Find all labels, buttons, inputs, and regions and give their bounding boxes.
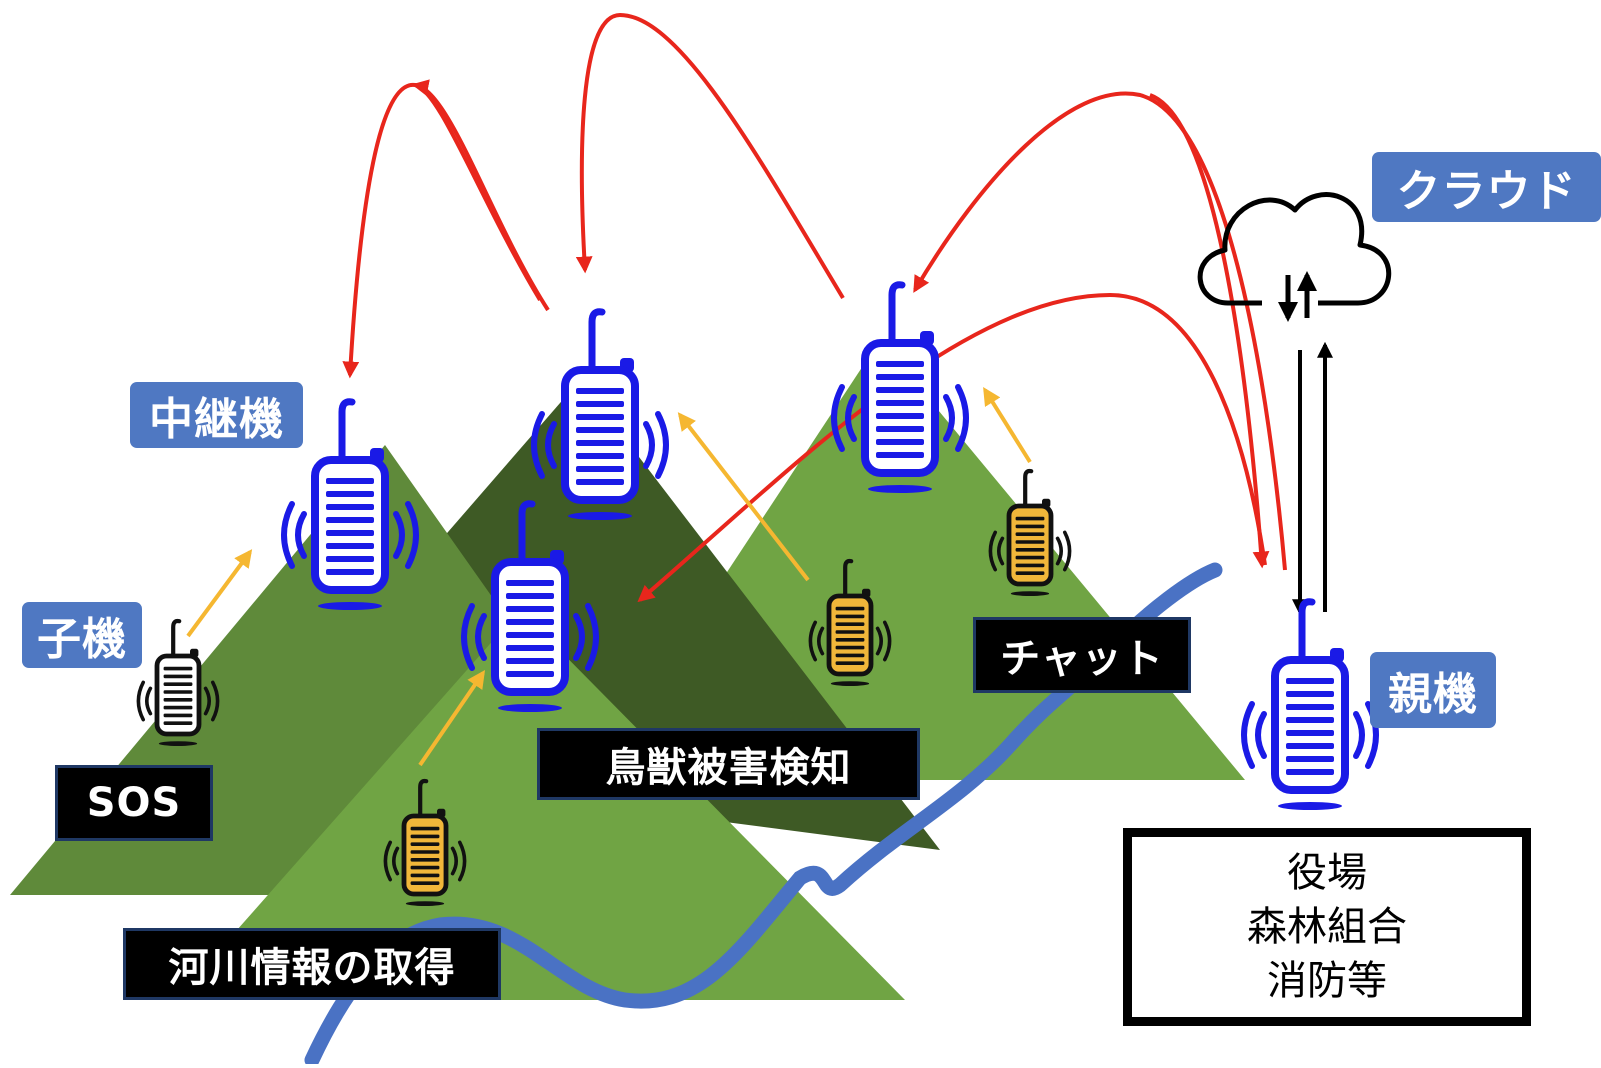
yellow-arrow-wildlife [677,412,810,582]
org-line-3: 消防等 [1267,958,1387,1004]
parent-label: 親機 [1370,652,1496,728]
relay-label: 中継機 [130,382,303,448]
child-device-wildlife [808,558,892,686]
relay-device-2 [531,308,669,520]
sos-label: SOS [55,765,213,841]
red-arrow-to-relay-2b [575,12,845,300]
child-device-sos [136,618,220,746]
yellow-arrow-chat [983,386,1032,464]
river-info-label: 河川情報の取得 [123,928,501,1000]
child-device-river [383,778,467,906]
red-arrow-to-relay-4 [637,292,1267,603]
yellow-arrow-river [418,670,486,767]
cloud-icon [1197,192,1392,306]
relay-device-3 [831,281,969,493]
red-arrow-to-relay-3 [913,91,1287,571]
org-line-2: 森林組合 [1247,904,1407,950]
cloud-label: クラウド [1372,152,1601,222]
child-device-chat [988,468,1072,596]
wildlife-detection-label: 鳥獣被害検知 [537,728,920,800]
chat-label: チャット [973,617,1191,693]
relay-device-4 [461,500,599,712]
red-arrow-to-relay-2a [411,79,542,302]
org-line-1: 役場 [1287,850,1367,896]
red-arrow-to-relay-3-return [1149,93,1270,569]
relay-device-1 [281,398,419,610]
yellow-arrow-sos [186,549,253,638]
mountain-front [175,610,905,1000]
child-label: 子機 [22,602,142,668]
organizations-box: 役場 森林組合 消防等 [1123,828,1531,1026]
parent-device [1241,598,1379,810]
